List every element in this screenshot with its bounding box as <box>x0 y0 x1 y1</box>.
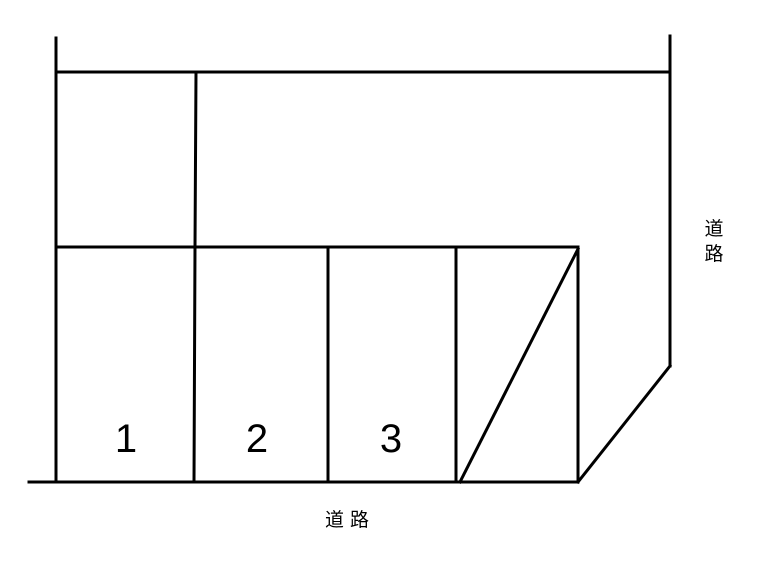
right-road-label-top: 道 <box>704 218 723 240</box>
right-road-label-bottom: 路 <box>704 243 723 265</box>
lot-number-3: 3 <box>380 417 402 461</box>
lot-number-1: 1 <box>115 417 137 461</box>
lot-number-2: 2 <box>246 417 268 461</box>
bottom-road-label: 道 路 <box>325 509 369 531</box>
corner-cut-line <box>575 363 673 485</box>
lot-4-diagonal-line <box>457 246 581 485</box>
upper-divider-line <box>192 70 198 484</box>
